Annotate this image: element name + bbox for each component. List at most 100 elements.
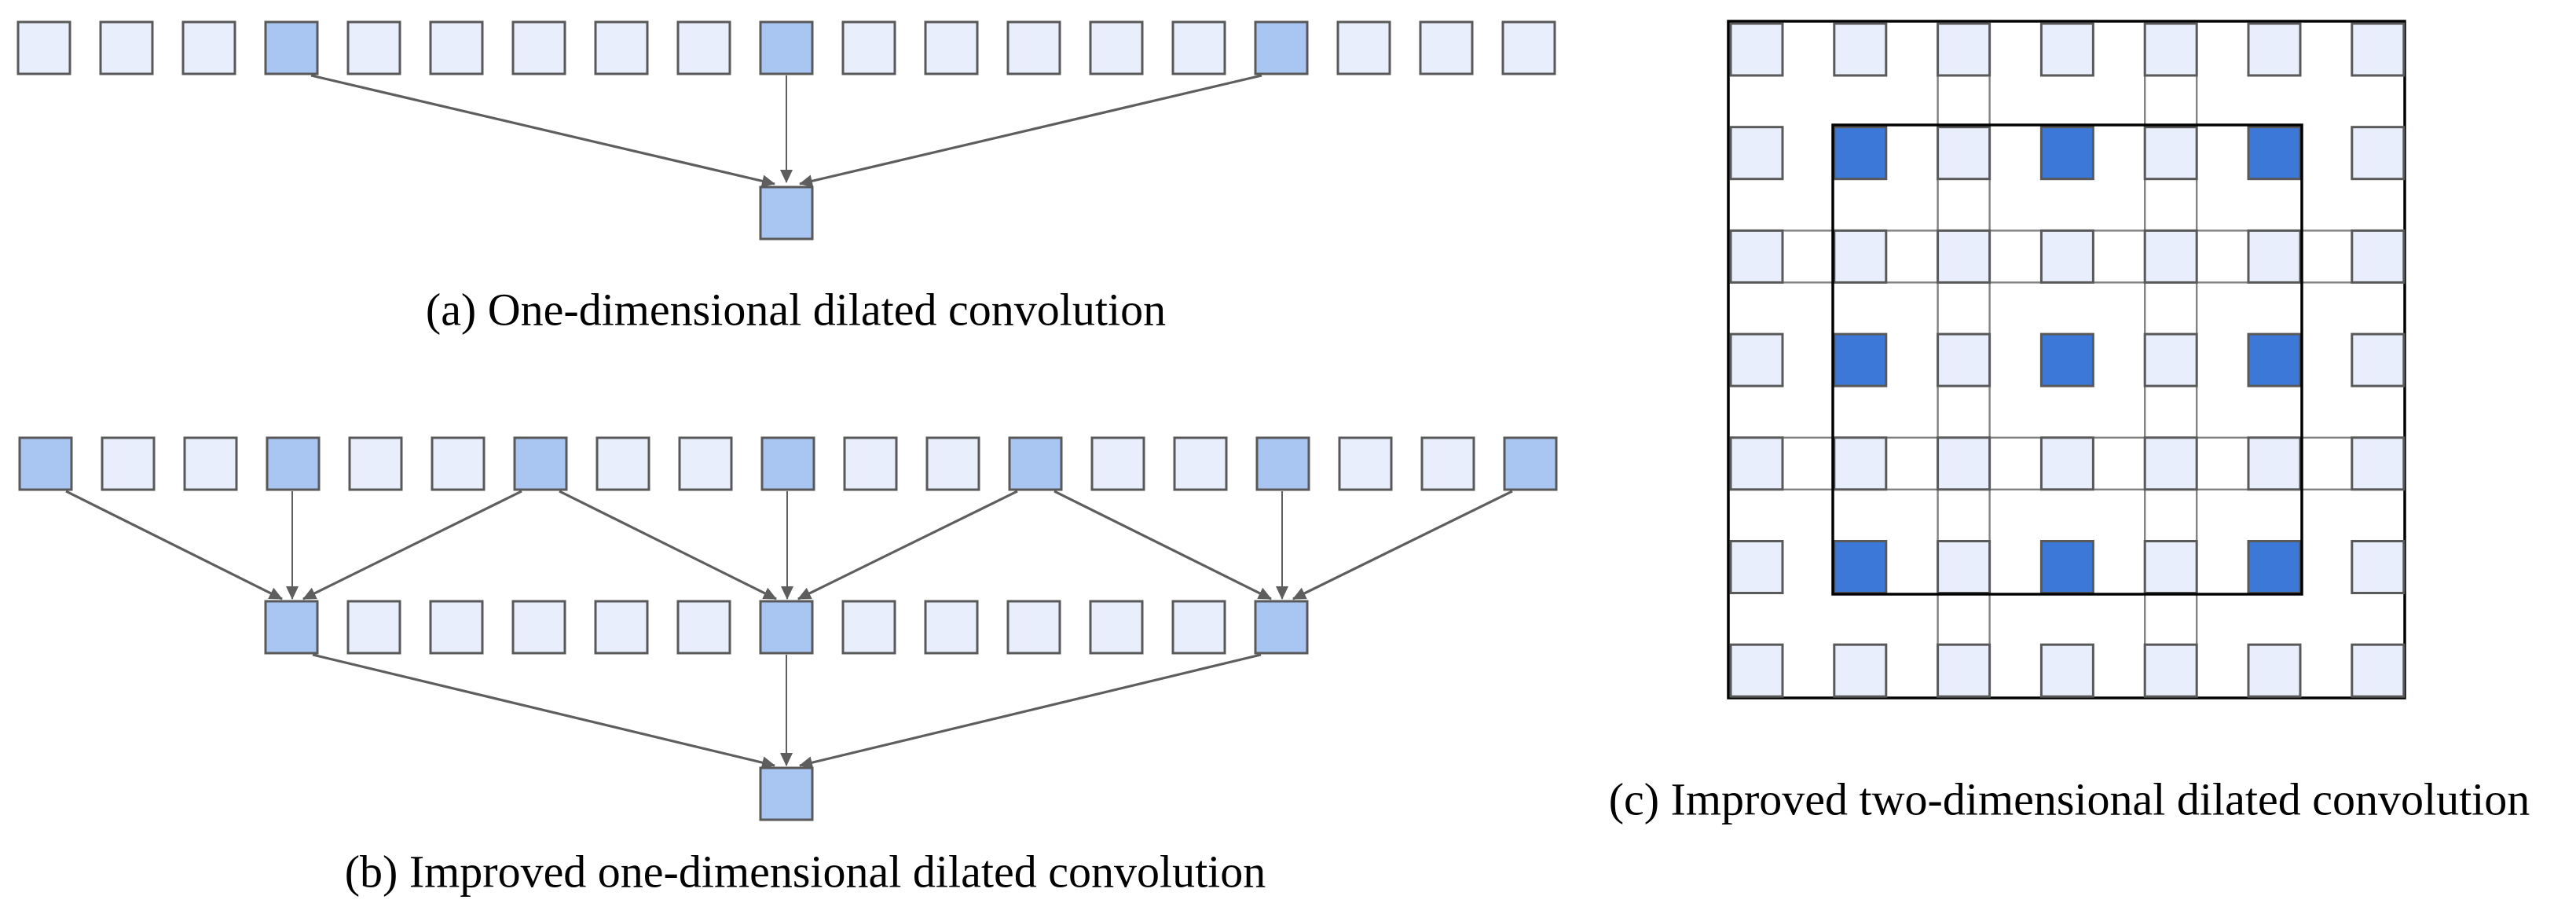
panel-b-input-row-highlighted-cell xyxy=(18,436,73,491)
panel-a-input-row-cell xyxy=(594,20,649,75)
feature-cell xyxy=(1833,22,1888,77)
feature-cell xyxy=(2143,540,2198,594)
strip-gap-cell xyxy=(1937,488,1991,542)
feature-cell xyxy=(2143,229,2198,284)
strip-gap-cell xyxy=(1937,384,1991,439)
panel-a-input-row-cell xyxy=(1089,20,1144,75)
panel-a-input-row-cell xyxy=(1501,20,1556,75)
kernel-sample-cell xyxy=(1833,332,1888,387)
panel-b-input-row-highlighted-cell xyxy=(1255,436,1310,491)
panel-a-input-row-cell xyxy=(1336,20,1391,75)
feature-cell xyxy=(2351,22,2406,77)
feature-cell xyxy=(2351,436,2406,491)
feature-cell xyxy=(2143,643,2198,698)
panel-b-input-row-cell xyxy=(431,436,486,491)
feature-cell xyxy=(2351,540,2406,594)
panel-a-output-cell xyxy=(759,185,814,241)
panel-a-input-row-cell xyxy=(1171,20,1226,75)
strip-gap-cell xyxy=(1885,230,1939,284)
feature-cell xyxy=(2143,332,2198,387)
strip-gap-cell xyxy=(2299,230,2354,284)
caption-panel-b: (b) Improved one-dimensional dilated con… xyxy=(344,846,1266,898)
feature-cell xyxy=(1937,332,1992,387)
panel-b-hidden-row-cell xyxy=(1089,600,1144,655)
kernel-sample-cell xyxy=(2247,126,2302,181)
strip-gap-cell xyxy=(1988,436,2043,490)
panel-b-input-row-cell xyxy=(678,436,733,491)
feature-cell xyxy=(2039,643,2094,698)
panel-b-input-row-cell xyxy=(1420,436,1475,491)
feature-cell xyxy=(1729,229,1784,284)
kernel-sample-cell xyxy=(2247,540,2302,594)
kernel-sample-cell xyxy=(2039,332,2094,387)
panel-a-input-row-highlighted-cell xyxy=(759,20,814,75)
panel-b-input-row-cell xyxy=(925,436,980,491)
panel-b-arrow xyxy=(65,490,283,600)
strip-gap-cell xyxy=(2299,436,2354,490)
strip-gap-cell xyxy=(2195,230,2250,284)
strip-gap-cell xyxy=(2143,281,2198,336)
panel-a-input-row-cell xyxy=(924,20,979,75)
strip-gap-cell xyxy=(2195,436,2250,490)
panel-b-hidden-row-cell xyxy=(841,600,896,655)
panel-b-hidden-row-cell xyxy=(1171,600,1226,655)
panel-b-input-row-highlighted-cell xyxy=(1503,436,1558,491)
feature-cell xyxy=(2039,22,2094,77)
panel-b-arrow xyxy=(312,653,775,769)
feature-cell xyxy=(2039,229,2094,284)
panel-a-input-row-highlighted-cell xyxy=(1254,20,1309,75)
panel-a-input-row-cell xyxy=(841,20,896,75)
panel-b-arrow xyxy=(1292,490,1513,600)
strip-gap-cell xyxy=(2143,178,2198,232)
panel-b-arrow xyxy=(559,490,777,600)
strip-gap-cell xyxy=(1885,436,1939,490)
strip-gap-cell xyxy=(1937,178,1991,232)
panel-b-hidden-row-cell xyxy=(1006,600,1061,655)
panel-b-input-row-cell xyxy=(348,436,403,491)
strip-gap-cell xyxy=(2143,384,2198,439)
panel-b-hidden-row-cell xyxy=(924,600,979,655)
strip-gap-cell xyxy=(1781,230,1836,284)
strip-gap-cell xyxy=(2143,74,2198,128)
panel-b-hidden-row-highlighted-cell xyxy=(264,600,319,655)
panel-b-arrow xyxy=(302,490,522,600)
panel-b-input-row-cell xyxy=(595,436,650,491)
panel-a-input-row-cell xyxy=(99,20,154,75)
panel-b-input-row-cell xyxy=(183,436,238,491)
kernel-sample-cell xyxy=(2247,332,2302,387)
panel-b-hidden-row-cell xyxy=(511,600,566,655)
feature-cell xyxy=(1937,229,1992,284)
strip-gap-cell xyxy=(1988,230,2043,284)
panel-b-input-row-cell xyxy=(843,436,898,491)
panel-a-input-row-cell xyxy=(1419,20,1474,75)
feature-cell xyxy=(1729,126,1784,181)
feature-cell xyxy=(2351,229,2406,284)
strip-gap-cell xyxy=(2092,436,2146,490)
feature-cell xyxy=(1833,643,1888,698)
panel-a-input-row-cell xyxy=(181,20,236,75)
feature-cell xyxy=(2039,436,2094,491)
feature-cell xyxy=(1937,540,1992,594)
feature-cell xyxy=(2247,229,2302,284)
panel-b-hidden-row-highlighted-cell xyxy=(759,600,814,655)
panel-a-input-row-cell xyxy=(16,20,71,75)
feature-cell xyxy=(1833,436,1888,491)
panel-b-arrow xyxy=(797,490,1018,600)
panel-b-output-cell xyxy=(759,766,814,821)
feature-cell xyxy=(2143,22,2198,77)
feature-cell xyxy=(1729,643,1784,698)
strip-gap-cell xyxy=(1937,74,1991,128)
panel-a-input-row-cell xyxy=(346,20,401,75)
feature-cell xyxy=(1729,436,1784,491)
strip-gap-cell xyxy=(1937,592,1991,646)
panel-a-input-row-cell xyxy=(676,20,731,75)
caption-panel-c: (c) Improved two-dimensional dilated con… xyxy=(1608,773,2530,825)
panel-b-hidden-row-cell xyxy=(676,600,731,655)
strip-gap-cell xyxy=(2092,230,2146,284)
feature-cell xyxy=(2143,436,2198,491)
feature-cell xyxy=(2351,643,2406,698)
feature-cell xyxy=(2351,126,2406,181)
strip-gap-cell xyxy=(1937,281,1991,336)
